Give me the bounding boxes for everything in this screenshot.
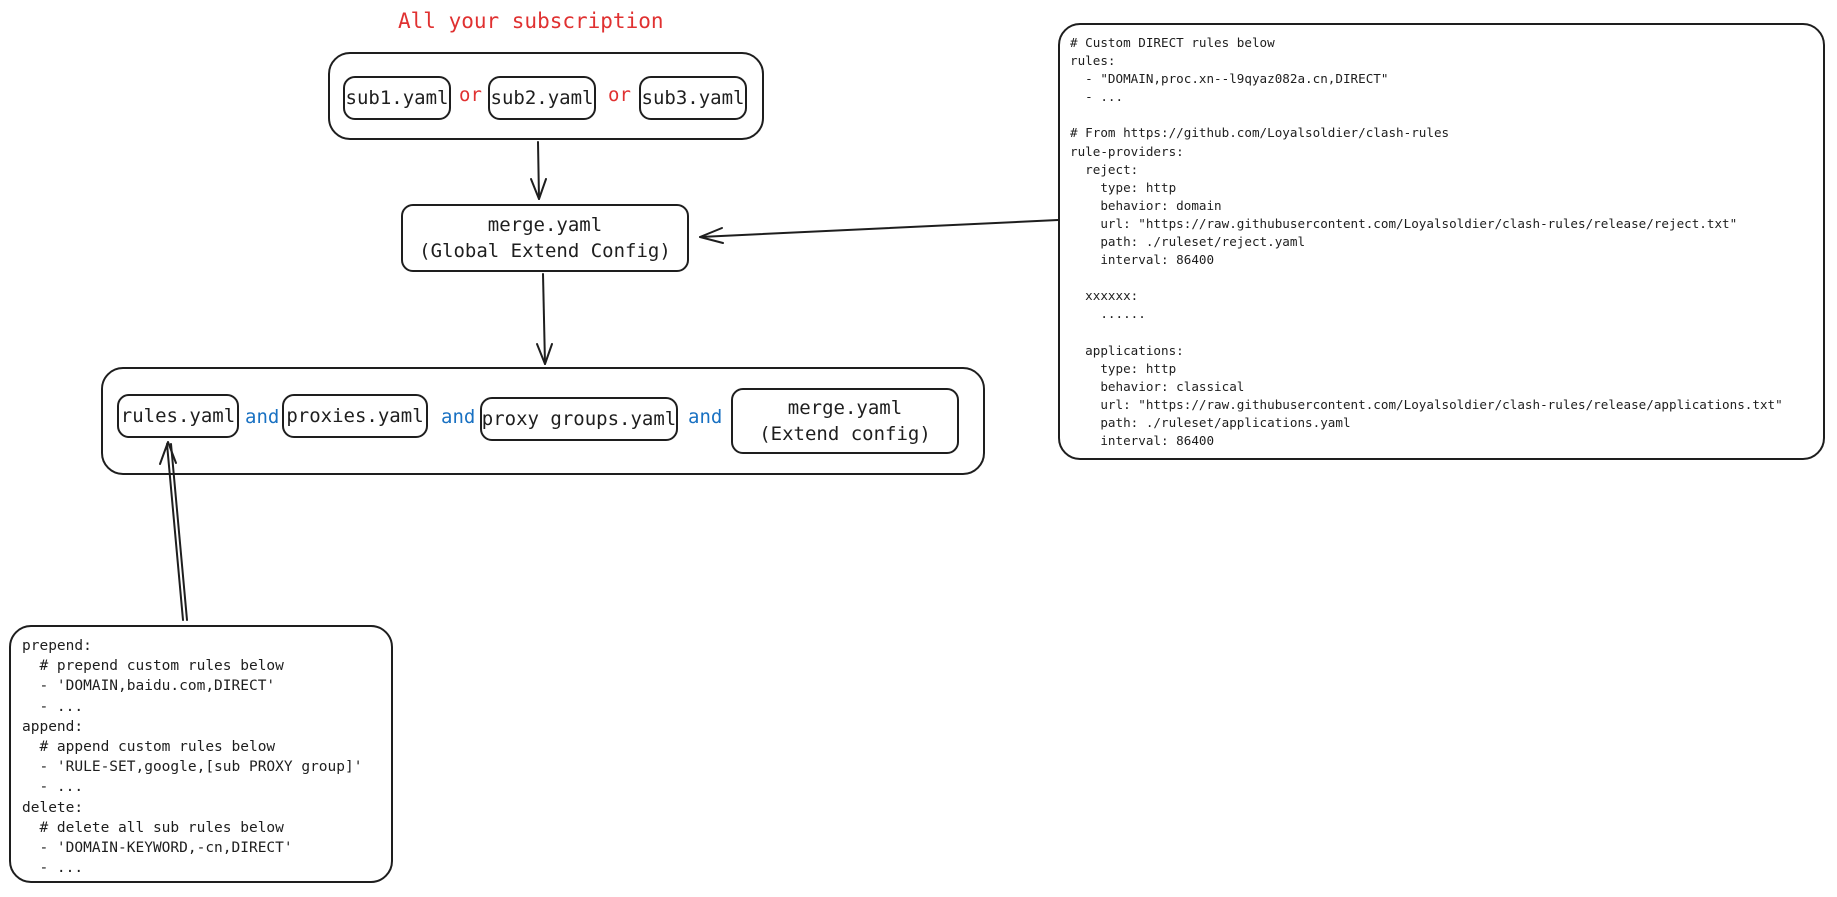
or-connector-2: or [608, 84, 631, 106]
arrow-merge-note-to-global-merge [699, 219, 1059, 244]
subscription-group [328, 52, 764, 140]
sub3-label: sub3.yaml [641, 87, 745, 109]
sub1-label: sub1.yaml [345, 87, 449, 109]
and-connector-2: and [441, 406, 476, 428]
global-merge-line2: (Global Extend Config) [419, 240, 671, 262]
profile-merge-line1: merge.yaml [787, 397, 903, 419]
global-merge-label: merge.yaml (Global Extend Config) [401, 204, 689, 272]
profile-merge-node[interactable] [731, 388, 959, 454]
rules-node[interactable] [117, 394, 239, 438]
or-connector-1: or [459, 84, 482, 106]
and-connector-3: and [688, 406, 723, 428]
proxies-node[interactable] [282, 394, 428, 438]
rules-config-code: prepend: # prepend custom rules below - … [22, 638, 363, 877]
sub2-label: sub2.yaml [490, 87, 594, 109]
sub3-node[interactable] [639, 76, 747, 120]
subscription-title: All your subscription [398, 9, 664, 33]
arrow-global-merge-to-profile [536, 273, 553, 365]
global-merge-node[interactable] [401, 204, 689, 272]
merge-config-note [1058, 23, 1825, 460]
arrow-subscriptions-to-global-merge [530, 141, 547, 200]
rules-config-note [9, 625, 393, 883]
merge-config-code: # Custom DIRECT rules below rules: - "DO… [1070, 35, 1783, 449]
sub1-node[interactable] [343, 76, 451, 120]
proxy-groups-label: proxy groups.yaml [481, 408, 677, 430]
profile-merge-line2: (Extend config) [759, 423, 931, 445]
profile-merge-label: merge.yaml (Extend config) [731, 388, 959, 454]
proxies-label: proxies.yaml [286, 405, 424, 427]
proxy-groups-node[interactable] [480, 397, 678, 441]
sub2-node[interactable] [488, 76, 596, 120]
global-merge-line1: merge.yaml [487, 214, 603, 236]
rules-label: rules.yaml [120, 405, 236, 427]
profile-group [101, 367, 985, 475]
and-connector-1: and [245, 406, 280, 428]
